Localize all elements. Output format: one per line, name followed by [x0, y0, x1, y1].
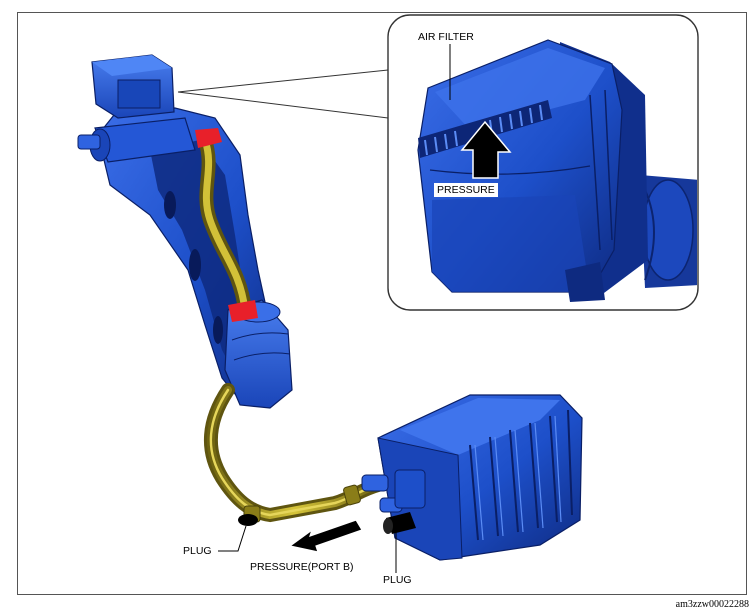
air-filter-label: AIR FILTER — [416, 31, 476, 43]
plug-right-label: PLUG — [381, 574, 414, 586]
charcoal-canister — [361, 394, 583, 561]
figure-id: am3zzw00022288 — [675, 599, 749, 610]
pressure-arrow-port-b — [288, 519, 363, 553]
air-filter-inset — [387, 14, 699, 311]
hose-clamp-markers — [195, 128, 258, 322]
pressure-inset-label: PRESSURE — [434, 183, 498, 197]
solenoid-bracket-assembly — [77, 54, 293, 409]
plug-left-marker — [238, 514, 258, 526]
pressure-arrow-up — [460, 120, 512, 179]
inset-leader-lines — [177, 69, 389, 119]
plug-right-marker — [383, 512, 416, 534]
air-filter-housing — [417, 39, 697, 302]
plug-left-label: PLUG — [181, 545, 214, 557]
plug-leader-lines — [218, 525, 397, 573]
pressure-port-b-label: PRESSURE(PORT B) — [248, 561, 356, 573]
